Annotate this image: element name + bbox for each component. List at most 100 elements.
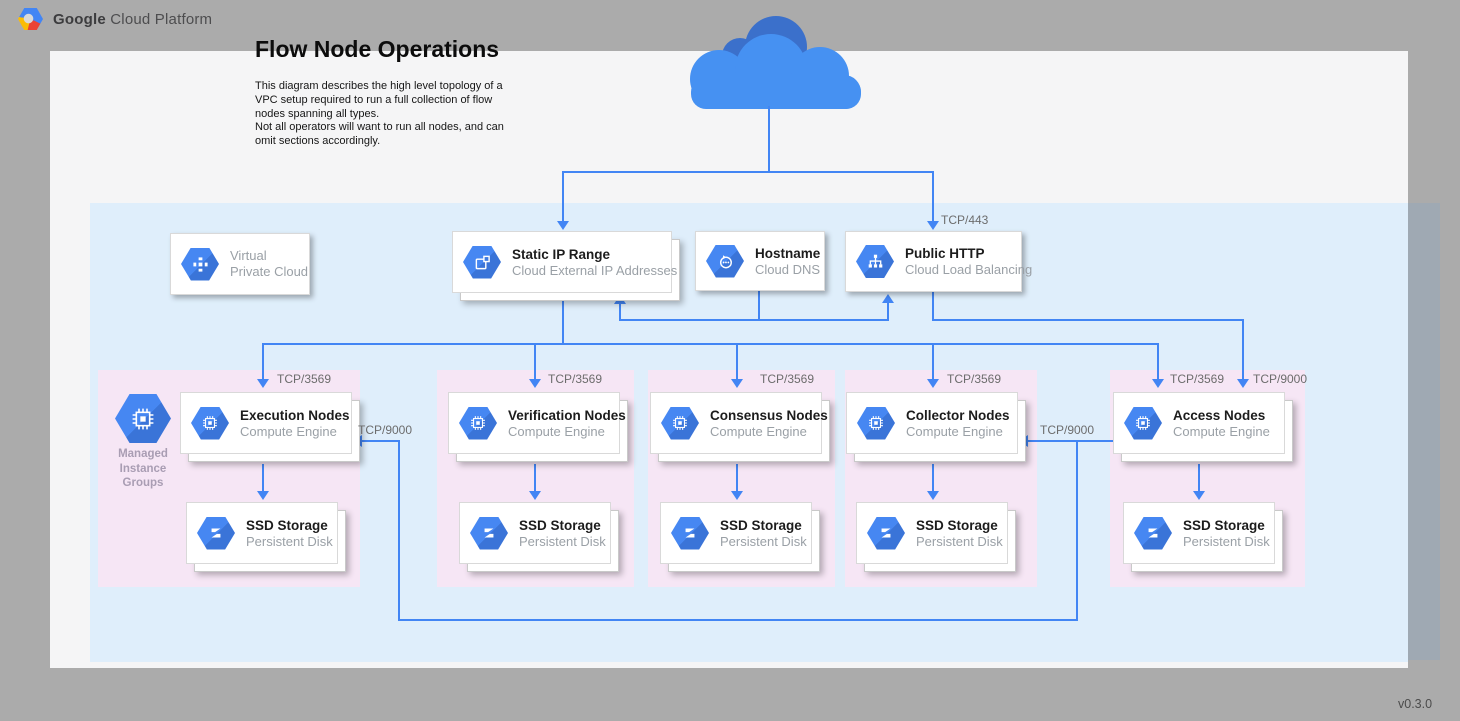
arrowhead: [927, 221, 939, 230]
card-execution-nodes: Execution Nodes Compute Engine: [180, 392, 352, 454]
description: This diagram describes the high level to…: [255, 80, 504, 149]
arrowhead: [257, 379, 269, 388]
connector-cons-to-ssd: [736, 464, 738, 492]
card-subtitle: Compute Engine: [240, 424, 350, 440]
connector-dns-stem: [758, 291, 760, 321]
card-consensus-nodes: Consensus Nodes Compute Engine: [650, 392, 822, 454]
card-static-ip-range: Static IP Range Cloud External IP Addres…: [452, 231, 672, 293]
card-subtitle: Persistent Disk: [1183, 534, 1270, 550]
card-title: Static IP Range: [512, 246, 677, 263]
card-virtual-private-cloud: Virtual Private Cloud: [170, 233, 310, 295]
gcp-logo-icon: [18, 8, 43, 30]
card-subtitle: Compute Engine: [1173, 424, 1270, 440]
card-subtitle: Cloud External IP Addresses: [512, 263, 677, 279]
mig-label-line: Managed: [97, 447, 189, 462]
connector-lb-to-access: [932, 319, 1244, 321]
load-balancer-icon: [856, 245, 894, 278]
persistent-disk-icon: [1134, 517, 1172, 550]
port-label-tcp3569: TCP/3569: [760, 372, 814, 386]
persistent-disk-icon: [470, 517, 508, 550]
description-line: This diagram describes the high level to…: [255, 80, 504, 94]
port-label-tcp9000: TCP/9000: [358, 423, 412, 437]
connector-drop-consensus: [736, 343, 738, 380]
card-subtitle: Cloud Load Balancing: [905, 262, 1032, 278]
port-label-tcp3569: TCP/3569: [548, 372, 602, 386]
card-subtitle: Persistent Disk: [720, 534, 807, 550]
dns-icon: [706, 245, 744, 278]
connector-cloud-stem: [768, 106, 770, 172]
description-line: VPC setup required to run a full collect…: [255, 94, 504, 108]
card-collector-ssd: SSD Storage Persistent Disk: [856, 502, 1008, 564]
description-line: omit sections accordingly.: [255, 135, 504, 149]
card-title: Execution Nodes: [240, 407, 350, 424]
connector-drop-collector: [932, 343, 934, 380]
port-label-tcp3569: TCP/3569: [947, 372, 1001, 386]
connector-dns-bus: [619, 319, 888, 321]
card-title: Collector Nodes: [906, 407, 1010, 424]
arrowhead: [1019, 435, 1028, 447]
version-label: v0.3.0: [1398, 697, 1432, 711]
vpc-region-overhang: [1408, 203, 1440, 660]
persistent-disk-icon: [197, 517, 235, 550]
vpc-icon: [181, 248, 219, 281]
card-title: SSD Storage: [916, 517, 1003, 534]
card-subtitle: Compute Engine: [906, 424, 1010, 440]
connector-return-up: [398, 440, 400, 621]
card-subtitle: Compute Engine: [710, 424, 828, 440]
connector-distribution-bus: [262, 343, 1159, 345]
card-subtitle: Persistent Disk: [916, 534, 1003, 550]
arrowhead: [529, 491, 541, 500]
connector-dns-to-lb: [887, 302, 889, 321]
connector-top-split: [562, 171, 934, 173]
connector-access-to-ssd: [1198, 464, 1200, 492]
connector-drop-access: [1157, 343, 1159, 380]
compute-engine-icon: [1124, 407, 1162, 440]
compute-engine-icon: [459, 407, 497, 440]
arrowhead: [614, 295, 626, 304]
mig-label-line: Groups: [97, 476, 189, 491]
card-title: Verification Nodes: [508, 407, 626, 424]
compute-engine-icon: [191, 407, 229, 440]
description-line: Not all operators will want to run all n…: [255, 121, 504, 135]
card-label: Private Cloud: [230, 264, 308, 280]
connector-exec-to-ssd: [262, 464, 264, 492]
card-subtitle: Persistent Disk: [519, 534, 606, 550]
connector-into-execution: [362, 440, 400, 442]
port-label-tcp3569: TCP/3569: [277, 372, 331, 386]
card-execution-ssd: SSD Storage Persistent Disk: [186, 502, 338, 564]
card-public-http: Public HTTP Cloud Load Balancing: [845, 231, 1022, 292]
arrowhead: [1152, 379, 1164, 388]
card-title: SSD Storage: [720, 517, 807, 534]
description-line: nodes spanning all types.: [255, 108, 504, 122]
brand-header: Google Cloud Platform: [18, 8, 212, 30]
compute-engine-icon: [661, 407, 699, 440]
brand-rest: Cloud Platform: [110, 11, 212, 28]
persistent-disk-icon: [867, 517, 905, 550]
card-title: Access Nodes: [1173, 407, 1270, 424]
connector-access-branch-down: [1076, 440, 1078, 621]
card-subtitle: Persistent Disk: [246, 534, 333, 550]
brand-text: Google Cloud Platform: [53, 11, 212, 28]
managed-instance-groups-label: Managed Instance Groups: [97, 447, 189, 491]
brand-bold: Google: [53, 11, 106, 28]
card-consensus-ssd: SSD Storage Persistent Disk: [660, 502, 812, 564]
arrowhead: [1237, 379, 1249, 388]
arrowhead: [882, 294, 894, 303]
connector-dns-to-static: [619, 303, 621, 321]
arrowhead: [257, 491, 269, 500]
port-label-tcp443: TCP/443: [941, 213, 988, 227]
arrowhead: [731, 491, 743, 500]
arrowhead: [557, 221, 569, 230]
external-ip-icon: [463, 246, 501, 279]
card-access-nodes: Access Nodes Compute Engine: [1113, 392, 1285, 454]
card-title: SSD Storage: [1183, 517, 1270, 534]
arrowhead: [731, 379, 743, 388]
connector-drop-execution: [262, 343, 264, 380]
port-label-tcp9000: TCP/9000: [1253, 372, 1307, 386]
connector-lb-access-drop: [1242, 319, 1244, 380]
port-label-tcp3569: TCP/3569: [1170, 372, 1224, 386]
connector-bottom-return: [398, 619, 1078, 621]
arrowhead: [927, 491, 939, 500]
connector-coll-to-ssd: [932, 464, 934, 492]
connector-verif-to-ssd: [534, 464, 536, 492]
